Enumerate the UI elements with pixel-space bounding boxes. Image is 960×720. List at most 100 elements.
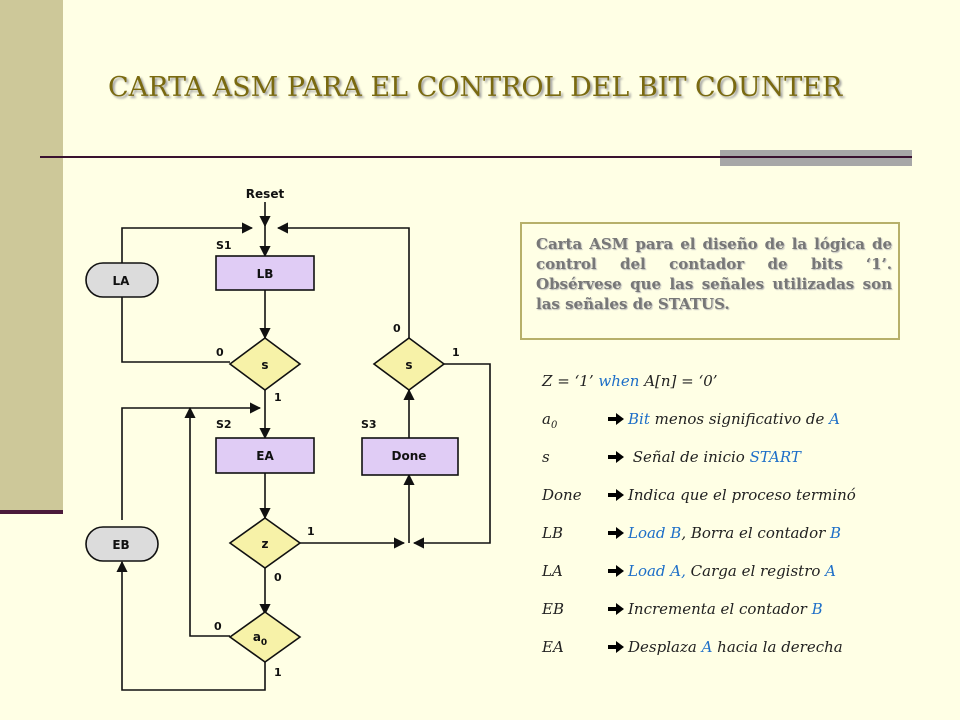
legend-key-text: LA [542, 562, 563, 580]
decision-a0-yes: 1 [274, 666, 282, 679]
legend-row: EA Desplaza A hacia la derecha [542, 638, 843, 656]
decision-a0: a0 0 1 [214, 611, 302, 679]
asm-connectors [116, 202, 491, 691]
title-rule-accent [720, 150, 912, 166]
legend-highlight-text: B [811, 600, 823, 618]
state-s1-name: S1 [216, 239, 232, 252]
state-s3-action: Done [392, 449, 427, 463]
decision-s-done-condition: s [405, 358, 412, 372]
right-arrow-icon [608, 562, 628, 580]
legend-description-text: Señal de inicio [628, 448, 750, 466]
decision-s-start-yes: 1 [274, 391, 282, 404]
legend-description-text: Indica que el proceso terminó [628, 486, 856, 504]
legend-description-text: menos significativo de [649, 410, 830, 428]
decision-s-done: s 0 1 [372, 322, 460, 391]
note-text: Carta ASM para el diseño de la lógica de… [536, 235, 892, 313]
legend-highlight-text: START [749, 448, 801, 466]
legend-key-text: Done [542, 486, 582, 504]
legend-row: EB Incrementa el contador B [542, 600, 823, 618]
legend-key: Done [542, 486, 608, 504]
decision-s-done-no: 0 [393, 322, 401, 335]
state-s2-name: S2 [216, 418, 232, 431]
legend-key-text: s [542, 448, 550, 466]
decision-s-start-no: 0 [216, 346, 224, 359]
legend-z-definition: Z = ‘1’ when A[n] = ‘0’ [542, 372, 718, 390]
decision-a0-letter: a [253, 630, 261, 644]
state-s2-box [215, 437, 315, 474]
legend-highlight-text: A [701, 638, 713, 656]
decision-s-done-diamond [372, 337, 446, 391]
legend-row: Done Indica que el proceso terminó [542, 486, 856, 504]
legend-key: s [542, 448, 608, 466]
legend-description-text: Incrementa el contador [628, 600, 812, 618]
left-band-underline [0, 510, 63, 514]
legend-key: LB [542, 524, 608, 542]
legend-key: EA [542, 638, 608, 656]
z-def-post: A[n] = ‘0’ [639, 372, 718, 390]
legend-highlight-text: B [830, 524, 842, 542]
decision-z-diamond [228, 517, 302, 569]
state-s3-box [361, 437, 459, 476]
legend-key-text: a [542, 410, 551, 428]
decision-z-condition: z [262, 537, 269, 551]
conditional-output-eb: EB [85, 526, 159, 562]
conditional-output-la-box [85, 262, 159, 298]
state-s2-action: EA [256, 449, 274, 463]
right-arrow-icon [608, 448, 628, 466]
right-arrow-icon [608, 486, 628, 504]
decision-s-start-condition: s [261, 358, 268, 372]
left-decorative-band [0, 0, 63, 512]
state-s1-box [215, 255, 315, 291]
legend-highlight-text: Load A, [628, 562, 686, 580]
right-arrow-icon [608, 638, 628, 656]
decision-z-no: 0 [274, 571, 282, 584]
decision-s-start: s 0 1 [216, 337, 302, 404]
legend-row: LA Load A, Carga el registro A [542, 562, 836, 580]
conditional-output-eb-box [85, 526, 159, 562]
right-arrow-icon [608, 600, 628, 618]
legend-highlight-text: A [829, 410, 840, 428]
legend-highlight-text: Load B [628, 524, 682, 542]
legend-description-text: hacia la derecha [712, 638, 843, 656]
z-def-keyword: when [598, 372, 640, 390]
state-s2: S2 EA [215, 418, 315, 474]
legend-key: a0 [542, 410, 608, 431]
legend-row: s Señal de inicio START [542, 448, 801, 466]
legend-description-text: Desplaza [628, 638, 702, 656]
right-arrow-icon [608, 524, 628, 542]
decision-a0-no: 0 [214, 620, 222, 633]
legend-key-text: EA [542, 638, 564, 656]
right-arrow-icon [608, 410, 628, 428]
legend-description-text: Carga el registro [685, 562, 826, 580]
state-s1: S1 LB [215, 239, 315, 291]
decision-a0-condition: a0 [253, 630, 267, 648]
legend-highlight-text: A [825, 562, 837, 580]
legend-description-text: , Borra el contador [681, 524, 831, 542]
note-box: Carta ASM para el diseño de la lógica de… [520, 222, 900, 340]
conditional-output-la: LA [85, 262, 159, 298]
state-s3-name: S3 [361, 418, 377, 431]
legend-row: a0 Bit menos significativo de A [542, 410, 840, 431]
decision-a0-subscript: 0 [261, 638, 267, 648]
state-s3: S3 Done [361, 418, 459, 476]
decision-a0-diamond [228, 611, 302, 663]
reset-label: Reset [246, 187, 285, 201]
title-rule [40, 156, 912, 158]
legend-row: LB Load B, Borra el contador B [542, 524, 841, 542]
state-s1-action: LB [257, 267, 274, 281]
legend-key: EB [542, 600, 608, 618]
decision-s-start-diamond [228, 337, 302, 391]
z-def-pre: Z = ‘1’ [542, 372, 599, 390]
decision-z: z 1 0 [228, 517, 315, 584]
legend-key: LA [542, 562, 608, 580]
decision-z-yes: 1 [307, 525, 315, 538]
conditional-output-eb-label: EB [112, 538, 129, 552]
legend-key-text: LB [542, 524, 563, 542]
decision-s-done-yes: 1 [452, 346, 460, 359]
legend-key-subscript: 0 [550, 420, 558, 431]
conditional-output-la-label: LA [113, 274, 131, 288]
slide-title: CARTA ASM PARA EL CONTROL DEL BIT COUNTE… [108, 72, 843, 103]
legend-highlight-text: Bit [628, 410, 650, 428]
legend-key-text: EB [542, 600, 564, 618]
